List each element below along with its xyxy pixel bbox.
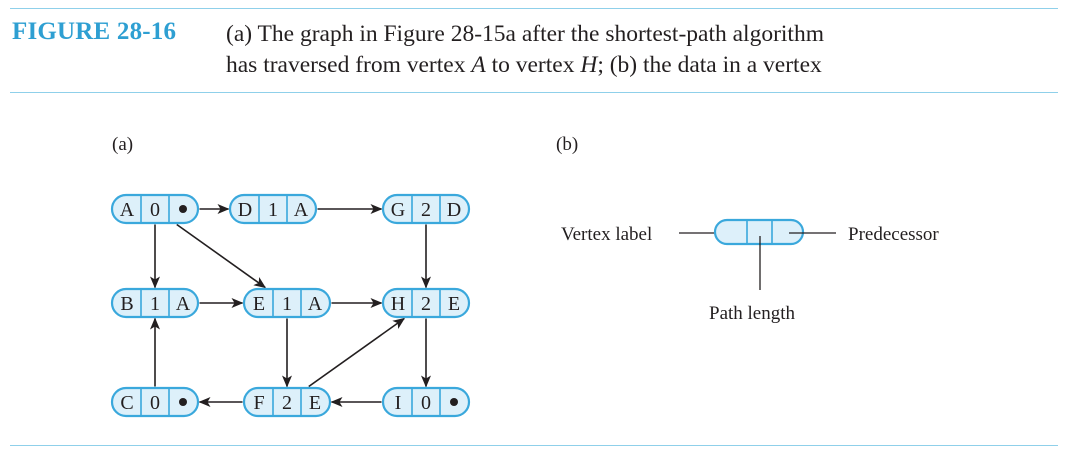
vertex-label: H (391, 293, 405, 315)
vertex-label: D (238, 199, 252, 221)
panel-a-label: (a) (112, 134, 134, 155)
vertex-label: E (253, 293, 265, 315)
caption-line-2-part-1: has traversed from vertex (226, 52, 472, 78)
edge-a-e (176, 223, 267, 289)
vertex-pred: A (308, 293, 323, 315)
vertex-length: 2 (282, 392, 292, 414)
vertex-length: 2 (421, 199, 431, 221)
path-length-annotation: Path length (709, 303, 796, 324)
vertex-length: 1 (150, 293, 160, 315)
vertex-label: C (120, 392, 133, 414)
top-rule (10, 8, 1058, 9)
vertex-length: 0 (150, 199, 160, 221)
vertex-box (110, 287, 200, 319)
vertex-length: 0 (150, 392, 160, 414)
vertex-pred: A (294, 199, 309, 221)
figure-label: FIGURE 28-16 (12, 18, 177, 45)
caption-vertex-h: H (580, 52, 598, 78)
predecessor-annotation: Predecessor (848, 224, 939, 245)
vertex-box (381, 386, 471, 418)
vertex-data-diagram: Vertex label Predecessor Path length (561, 218, 939, 324)
vertex-label: I (395, 392, 402, 414)
caption-vertex-a: A (471, 52, 486, 78)
vertex-box (381, 193, 471, 225)
panel-b-label: (b) (556, 134, 579, 155)
null-predecessor-dot (179, 205, 187, 213)
figure-caption: (a) The graph in Figure 28-15a after the… (226, 19, 824, 81)
vertex-pred: E (309, 392, 321, 414)
vertex-box (110, 193, 200, 225)
vertex-box (242, 386, 332, 418)
vertex-label: G (391, 199, 405, 221)
vertex-box (110, 386, 200, 418)
vertex-pred: E (448, 293, 460, 315)
caption-line-1: (a) The graph in Figure 28-15a after the… (226, 21, 824, 47)
vertex-label: F (253, 392, 264, 414)
null-predecessor-dot (450, 398, 458, 406)
vertex-record-box (713, 218, 805, 246)
caption-rule (10, 92, 1058, 93)
vertex-length: 1 (268, 199, 278, 221)
caption-line-2-part-2: to vertex (485, 52, 581, 78)
vertex-pred: A (176, 293, 191, 315)
vertex-label: A (120, 199, 135, 221)
vertex-label: B (120, 293, 133, 315)
vertex-box (381, 287, 471, 319)
vertex-label-annotation: Vertex label (561, 224, 652, 245)
bottom-rule (10, 445, 1058, 446)
vertex-length: 2 (421, 293, 431, 315)
vertex-length: 0 (421, 392, 431, 414)
edges-layer (150, 204, 431, 407)
vertex-box (228, 193, 318, 225)
caption-line-2: has traversed from vertex A to vertex H;… (226, 50, 824, 81)
vertex-pred: D (447, 199, 461, 221)
caption-line-2-part-3: ; (b) the data in a vertex (597, 52, 822, 78)
vertex-box (242, 287, 332, 319)
edge-f-h (308, 317, 406, 388)
vertex-length: 1 (282, 293, 292, 315)
null-predecessor-dot (179, 398, 187, 406)
